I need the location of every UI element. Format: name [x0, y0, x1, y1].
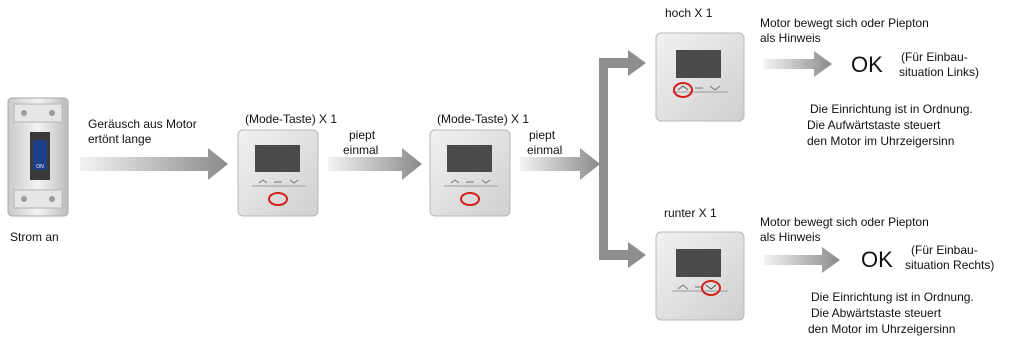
- mode-step-title-1: (Mode-Taste) X 1: [245, 112, 338, 126]
- up-note-1: (Für Einbau-: [901, 50, 968, 64]
- arrow-power-to-mode: [80, 148, 228, 180]
- down-ok-label: OK: [861, 247, 893, 272]
- beep-text-1b: einmal: [343, 143, 379, 157]
- beep-text-1a: piept: [349, 128, 376, 142]
- wall-controller-icon: [237, 129, 319, 217]
- arrow-down-to-ok: [764, 247, 840, 273]
- power-on-label: Strom an: [10, 230, 59, 244]
- down-desc-1: Die Einrichtung ist in Ordnung.: [811, 290, 974, 304]
- arrow-branch-up: [599, 50, 646, 76]
- up-feedback-1: Motor bewegt sich oder Piepton: [760, 16, 929, 30]
- mode-step-title-2: (Mode-Taste) X 1: [437, 112, 530, 126]
- motor-noise-text-2: ertönt lange: [88, 132, 152, 146]
- wall-controller-icon: [655, 32, 745, 122]
- down-note-2: situation Rechts): [905, 258, 995, 272]
- up-ok-label: OK: [851, 52, 883, 77]
- up-desc-1: Die Einrichtung ist in Ordnung.: [810, 102, 973, 116]
- down-note-1: (Für Einbau-: [911, 243, 978, 257]
- mode-button-highlight: [268, 192, 288, 206]
- down-desc-3: den Motor im Uhrzeigersinn: [808, 322, 956, 336]
- arrow-up-to-ok: [764, 51, 832, 77]
- circuit-breaker-icon: ON: [7, 97, 69, 217]
- beep-text-2a: piept: [529, 128, 556, 142]
- breaker-switch-icon: [33, 140, 47, 170]
- mode-button-highlight: [460, 192, 480, 206]
- down-feedback-2: als Hinweis: [760, 230, 821, 244]
- up-button-highlight: [673, 82, 693, 98]
- arrow-mode-to-mode: [328, 148, 422, 180]
- motor-noise-text-1: Geräusch aus Motor: [88, 117, 197, 131]
- branch-connector: [599, 64, 608, 260]
- wall-controller-icon: [429, 129, 511, 217]
- beep-text-2b: einmal: [527, 143, 563, 157]
- switch-text: ON: [36, 164, 44, 170]
- down-desc-2: Die Abwärtstaste steuert: [811, 306, 942, 320]
- down-feedback-1: Motor bewegt sich oder Piepton: [760, 215, 929, 229]
- up-desc-2: Die Aufwärtstaste steuert: [807, 118, 941, 132]
- down-step-title: runter X 1: [664, 206, 717, 220]
- up-note-2: situation Links): [899, 65, 980, 79]
- arrow-mode-to-branch: [520, 148, 600, 180]
- down-button-highlight: [701, 280, 721, 296]
- wall-controller-icon: [655, 231, 745, 321]
- up-feedback-2: als Hinweis: [760, 31, 821, 45]
- up-step-title: hoch X 1: [665, 6, 713, 20]
- arrow-branch-down: [599, 242, 646, 268]
- up-desc-3: den Motor im Uhrzeigersinn: [807, 134, 955, 148]
